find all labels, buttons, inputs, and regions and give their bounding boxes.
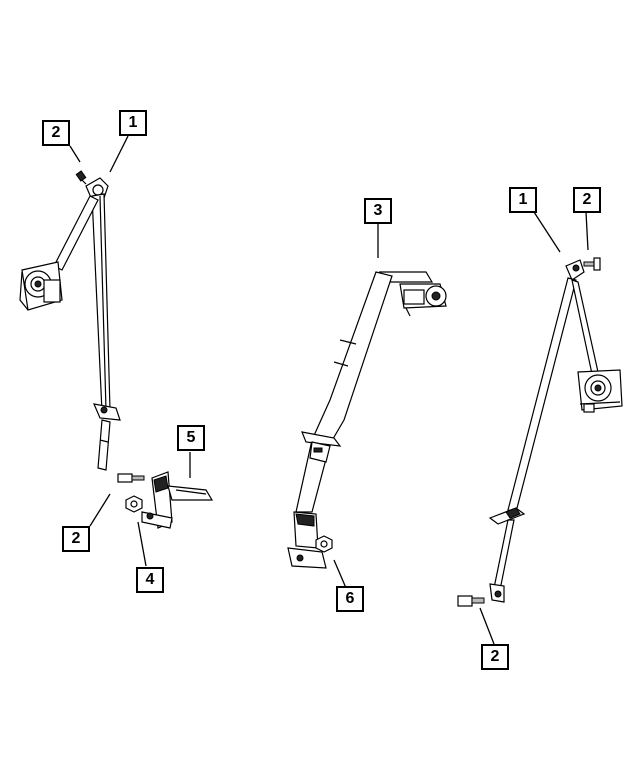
callout-2-left-bottom: 2: [62, 526, 90, 552]
center-webbing: [295, 271, 393, 513]
leader-c7: [333, 559, 347, 589]
callout-5: 5: [177, 425, 205, 451]
right-webbing-main: [507, 277, 577, 513]
center-seat-belt-assembly: [287, 271, 447, 569]
leader-c1: [109, 135, 129, 173]
callout-1-left: 1: [119, 110, 147, 136]
callout-3: 3: [364, 198, 392, 224]
callout-6: 6: [336, 586, 364, 612]
leader-c5: [137, 521, 147, 567]
right-lower-anchor: [489, 583, 505, 603]
left-lower-anchor: [93, 403, 121, 471]
center-nut: [315, 535, 333, 553]
right-upper-anchor: [565, 257, 601, 281]
callout-2-left-top: 2: [42, 120, 70, 146]
callout-2-right-top: 2: [573, 187, 601, 213]
callout-4: 4: [136, 567, 164, 593]
leader-c9: [585, 211, 589, 251]
callout-1-right: 1: [509, 187, 537, 213]
leader-c10: [479, 607, 495, 645]
left-buckle: [141, 471, 214, 529]
center-retractor: [378, 271, 447, 317]
right-webbing-lower: [493, 519, 515, 591]
center-tongue: [301, 431, 342, 463]
leader-c8: [533, 211, 561, 253]
callout-2-right-bottom: 2: [481, 644, 509, 670]
right-seat-belt-assembly: [457, 257, 623, 607]
right-webbing-retractor: [571, 279, 599, 375]
left-retractor: [19, 261, 63, 311]
right-tongue: [488, 507, 526, 525]
leader-c2: [69, 145, 81, 163]
center-lower-anchor: [287, 511, 327, 569]
left-seat-belt-assembly: [19, 170, 214, 529]
left-webbing-retractor: [53, 195, 99, 271]
left-bolt: [117, 473, 145, 483]
right-retractor: [577, 369, 623, 413]
leader-c3: [89, 493, 111, 527]
right-bolt: [457, 595, 485, 607]
left-nut: [125, 495, 143, 513]
